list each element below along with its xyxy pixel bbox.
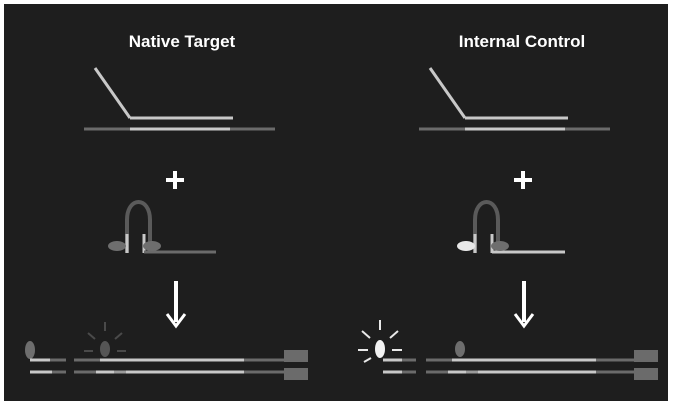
amplicon-bottom-end-block [634, 368, 658, 380]
primer-tail [428, 67, 467, 119]
quencher-blob [455, 341, 465, 357]
fluor-blob-left [25, 341, 35, 359]
fluorophore-bright [457, 241, 475, 251]
hairpin-loop [473, 200, 500, 253]
diagram-panel [4, 4, 668, 401]
down-arrow-right [513, 281, 535, 329]
plus-sign-right [514, 171, 532, 189]
native-target-title: Native Target [128, 32, 236, 51]
quencher [491, 241, 509, 251]
native-amplicon [25, 322, 308, 380]
dim-emission-burst [84, 322, 126, 352]
amplicon-bottom-end-block [284, 368, 308, 380]
fluorophore-quenched [108, 241, 126, 251]
control-hairpin-probe [457, 200, 565, 254]
amplicon-top-end-block [284, 350, 308, 362]
native-primer-template [84, 67, 275, 131]
native-target-column [25, 67, 308, 380]
down-arrow-left [165, 281, 187, 329]
primer-tail [93, 67, 132, 119]
arrow-head [165, 313, 187, 329]
fluor-bright [375, 340, 385, 358]
plus-sign-left [166, 171, 184, 189]
amplicon-top-end-block [634, 350, 658, 362]
plus-vertical [521, 171, 525, 189]
control-primer-template [419, 67, 610, 131]
fluor-dim [100, 341, 110, 357]
native-hairpin-probe [108, 200, 216, 254]
plus-vertical [173, 171, 177, 189]
arrow-head [513, 313, 535, 329]
control-amplicon [358, 320, 658, 380]
hairpin-loop [125, 200, 152, 253]
internal-control-title: Internal Control [458, 32, 586, 51]
quencher [143, 241, 161, 251]
internal-control-column [358, 67, 658, 380]
bright-emission-burst [358, 320, 402, 363]
